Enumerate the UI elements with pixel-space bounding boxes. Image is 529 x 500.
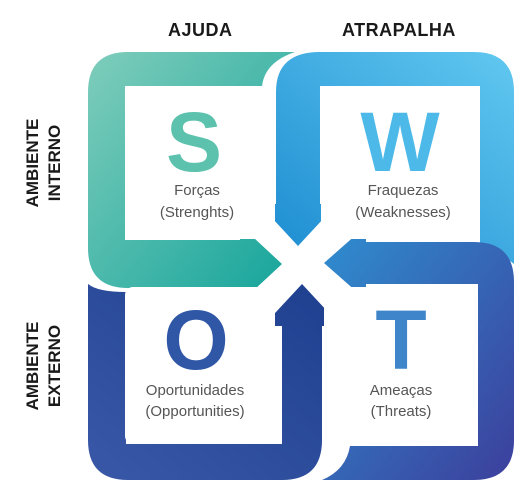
weaknesses-card (321, 87, 479, 239)
threats-subtitle: (Threats) (370, 403, 432, 420)
header-internal-line1: AMBIENTE (23, 118, 42, 208)
opportunities-card (125, 287, 275, 444)
weaknesses-subtitle: (Weaknesses) (355, 204, 451, 221)
header-external: AMBIENTE EXTERNO (16, 266, 72, 466)
threats-card (324, 287, 478, 444)
weaknesses-letter: W (360, 95, 440, 189)
header-internal-line2: INTERNO (45, 124, 64, 202)
header-internal: AMBIENTE INTERNO (16, 63, 72, 263)
opportunities-arrow-band (88, 284, 341, 480)
opportunities-subtitle: (Opportunities) (145, 403, 245, 420)
strengths-subtitle: (Strenghts) (159, 204, 235, 221)
header-external-line2: EXTERNO (45, 324, 64, 408)
header-hinders: ATRAPALHA (342, 20, 456, 40)
header-helps: AJUDA (168, 20, 233, 40)
threats-arrow-band (322, 226, 514, 480)
strengths-arrow-band (88, 52, 295, 303)
header-external-line1: AMBIENTE (23, 321, 42, 411)
threats-letter: T (375, 293, 427, 387)
threats-title: Ameaças (369, 382, 433, 399)
opportunities-title: Oportunidades (145, 382, 245, 399)
strengths-letter: S (165, 95, 223, 189)
strengths-title: Forças (174, 182, 220, 199)
opportunities-letter: O (163, 293, 229, 387)
strengths-card (125, 87, 275, 239)
weaknesses-title: Fraquezas (367, 182, 439, 199)
